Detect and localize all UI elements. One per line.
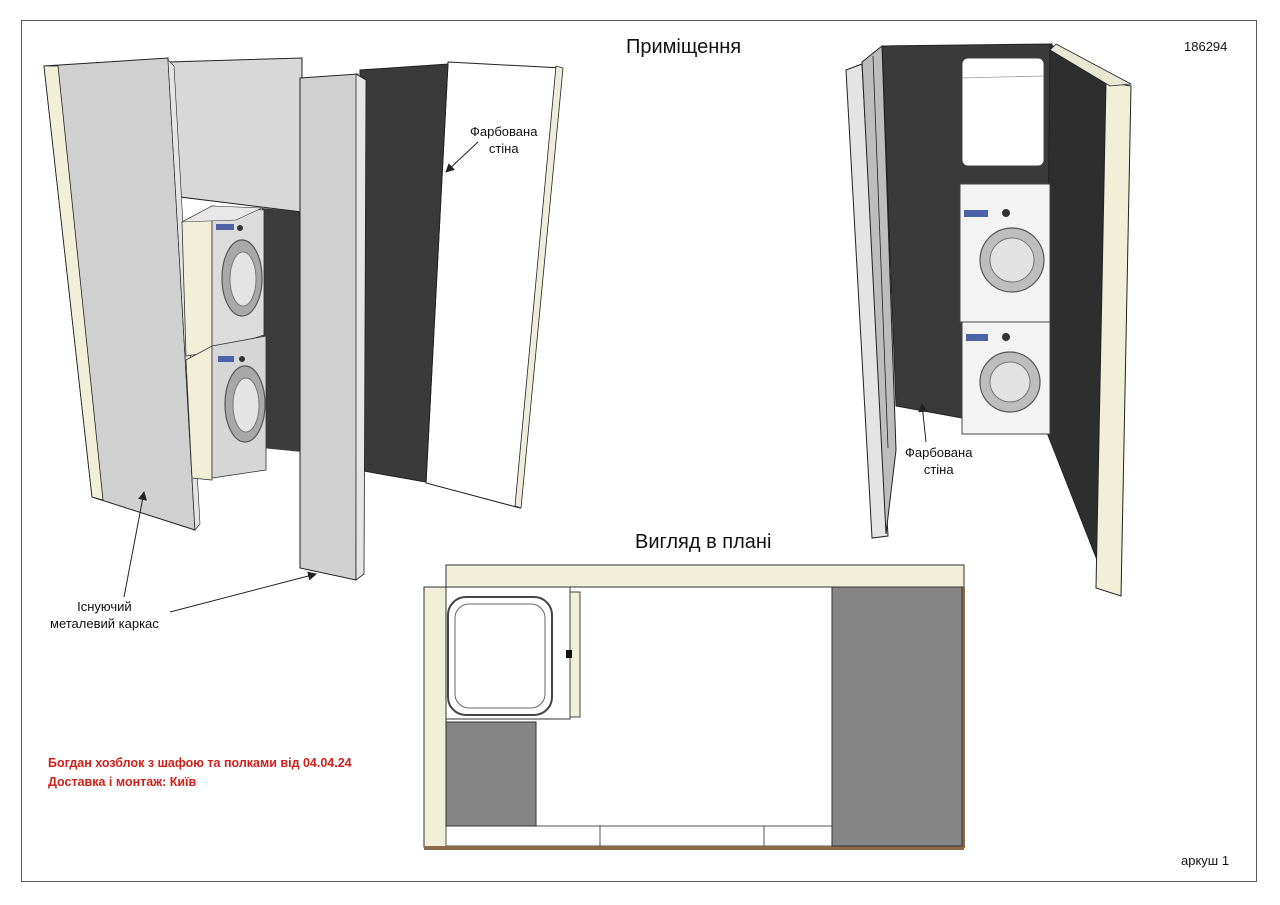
page-title: Приміщення [626,36,742,58]
top-header-panel [167,57,303,213]
plan-shelf-unit [445,721,537,827]
annotation-line: Існуючий [77,599,132,614]
right-side-wall-cap [1049,43,1133,87]
arrow-painted-wall-2 [918,403,928,443]
washer-stack-left [181,205,267,481]
order-info-line-2: Доставка і монтаж: Київ [48,775,197,789]
washer-stack-right [959,183,1051,435]
left-frame-panel-edge [43,65,104,501]
water-heater [961,57,1045,167]
plan-floor-strip [424,846,964,850]
annotation-existing-frame: Існуючий металевий каркас [50,598,159,632]
arrow-frame-left [123,491,147,598]
annotation-painted-wall-2: Фарбована стіна [905,444,972,478]
left-3d-view [43,57,564,613]
annotation-line: металевий каркас [50,616,159,631]
plan-right-strip [962,587,965,848]
plan-view [423,564,965,850]
arrow-frame-center [169,571,317,613]
annotation-line: Фарбована [905,445,973,460]
annotation-painted-wall-1: Фарбована стіна [470,123,537,157]
painted-wall-panel-edge [514,65,564,509]
plan-top-wall [445,564,965,588]
plan-washer [445,586,581,720]
plan-left-wall [423,586,447,848]
annotation-line: стіна [488,141,519,156]
annotation-line: Фарбована [470,124,538,139]
drawing-sheet-frame [21,20,1257,882]
annotation-line: стіна [923,462,954,477]
sheet-page-label: аркуш 1 [1181,853,1230,868]
right-3d-view [845,43,1133,597]
order-info-line-1: Богдан хозблок з шафою та полками від 04… [48,756,352,770]
plan-bottom-wall [445,825,835,847]
sheet-id: 186294 [1184,39,1228,54]
right-left-panel-inner [861,44,897,535]
right-left-panel-outer [845,63,889,539]
plan-title: Вигляд в плані [635,531,772,553]
arrow-painted-wall-1 [445,141,479,173]
center-pillar-edge [355,73,367,581]
plan-wardrobe [831,586,963,847]
center-frame-pillar [299,73,359,581]
dark-inner-wall [262,208,302,452]
